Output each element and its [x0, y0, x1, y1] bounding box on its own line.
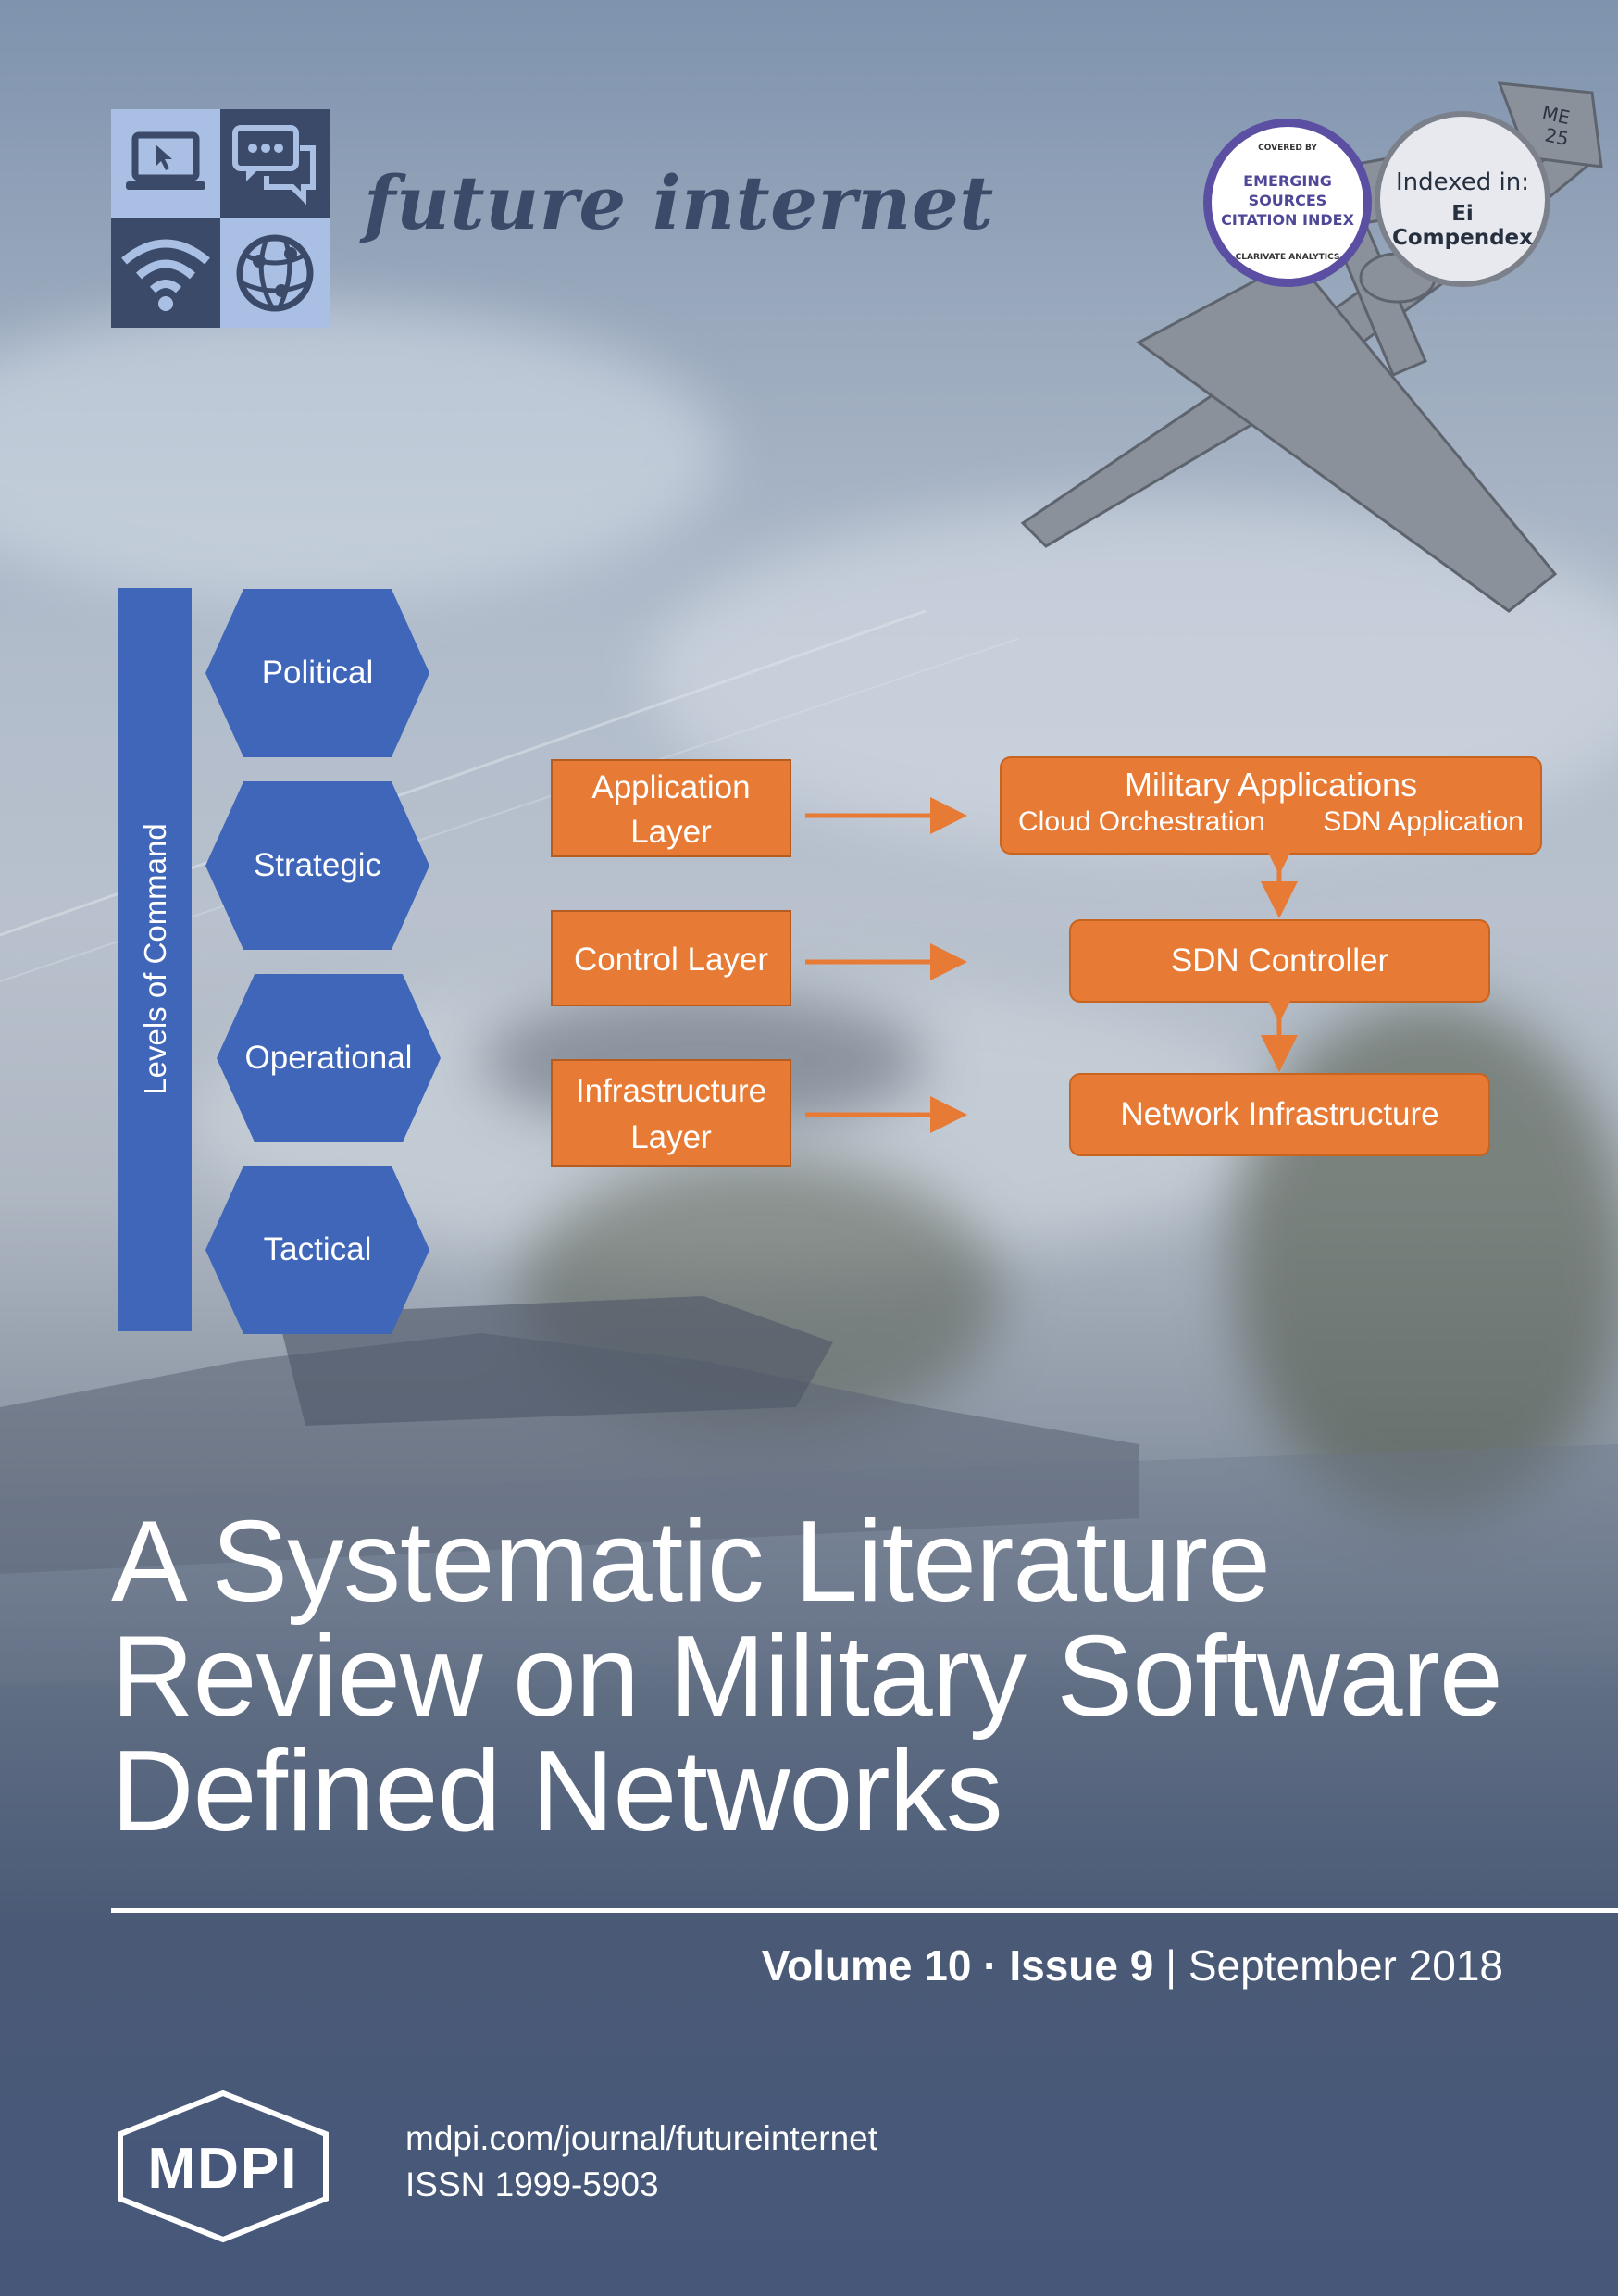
mdpi-logo: MDPI	[109, 2088, 337, 2245]
ei-badge-line1: Indexed in:	[1395, 168, 1529, 196]
sdn-controller-label: SDN Controller	[1170, 942, 1389, 979]
levels-of-command-bar	[118, 588, 192, 1331]
logo-quadrant-globe	[220, 218, 330, 328]
volume-number: Volume 10	[761, 1941, 972, 1990]
issue-separator: ·	[971, 1941, 1010, 1990]
cloud-orchestration-label: Cloud Orchestration	[1018, 806, 1265, 837]
issn: ISSN 1999-5903	[405, 2165, 659, 2203]
aircraft-tail-number: 25	[1543, 123, 1571, 150]
military-applications-label: Military Applications	[1124, 766, 1418, 804]
level-strategic: Strategic	[205, 781, 429, 950]
cloud-haze	[0, 306, 722, 602]
article-title-line: A Systematic Literature	[111, 1498, 1271, 1626]
infrastructure-layer-box: Infrastructure Layer	[551, 1059, 791, 1167]
esci-line: EMERGING	[1243, 172, 1332, 190]
issue-divider: |	[1153, 1941, 1189, 1990]
laptop-cursor-icon	[126, 131, 205, 190]
esci-badge-text: EMERGING SOURCES CITATION INDEX	[1212, 171, 1363, 230]
military-applications-sub: Cloud Orchestration SDN Application	[1002, 806, 1540, 838]
level-political: Political	[205, 589, 429, 757]
title-divider	[111, 1908, 1618, 1913]
esci-badge-bottom: CLARIVATE ANALYTICS	[1235, 253, 1340, 262]
issue-number: Issue 9	[1009, 1941, 1154, 1990]
article-title: A Systematic Literature Review on Milita…	[111, 1504, 1555, 1849]
level-operational: Operational	[217, 974, 441, 1142]
application-layer-box: Application Layer	[551, 759, 791, 857]
issue-date: September 2018	[1188, 1941, 1503, 1990]
network-globe-icon	[236, 234, 314, 312]
journal-logo	[111, 109, 330, 328]
network-infrastructure-label: Network Infrastructure	[1120, 1096, 1439, 1132]
chat-bubbles-icon	[232, 125, 316, 206]
network-infrastructure-box: Network Infrastructure	[1069, 1073, 1490, 1156]
logo-quadrant-laptop	[111, 109, 220, 218]
logo-quadrant-wifi	[111, 218, 220, 328]
mdpi-logo-text: MDPI	[147, 2137, 299, 2201]
journal-name: future internet	[364, 159, 994, 246]
esci-line: SOURCES	[1248, 192, 1327, 209]
mdpi-hexagon-icon	[118, 2090, 329, 2243]
application-layer-line2: Layer	[630, 814, 712, 850]
level-tactical: Tactical	[205, 1166, 429, 1334]
article-title-line: Defined Networks	[111, 1728, 1003, 1855]
application-layer-line1: Application	[591, 769, 751, 805]
ei-compendex-badge: Indexed in: Ei Compendex	[1375, 111, 1550, 287]
sdn-application-label: SDN Application	[1323, 806, 1524, 837]
publisher-footer: mdpi.com/journal/futureinternet ISSN 199…	[405, 2115, 877, 2208]
wifi-icon	[121, 239, 210, 311]
control-layer-label: Control Layer	[573, 942, 769, 978]
journal-url[interactable]: mdpi.com/journal/futureinternet	[405, 2119, 878, 2157]
control-layer-box: Control Layer	[551, 910, 791, 1006]
article-title-line: Review on Military Software	[111, 1613, 1503, 1741]
esci-line: CITATION INDEX	[1221, 211, 1354, 229]
logo-quadrant-chat	[220, 109, 330, 218]
infrastructure-layer-line1: Infrastructure	[575, 1073, 767, 1109]
esci-badge-top: COVERED BY	[1258, 144, 1317, 153]
esci-badge: COVERED BY EMERGING SOURCES CITATION IND…	[1203, 119, 1372, 287]
ei-badge-line2: Ei Compendex	[1392, 202, 1533, 250]
issue-info: Volume 10 · Issue 9 | September 2018	[762, 1940, 1503, 1990]
infrastructure-layer-line2: Layer	[630, 1119, 712, 1155]
